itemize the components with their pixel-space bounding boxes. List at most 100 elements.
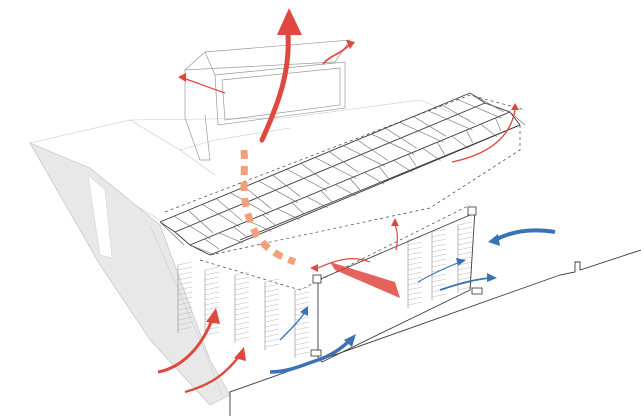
column-slat — [265, 319, 279, 322]
column-slat — [432, 264, 446, 267]
truss-web-member — [343, 146, 385, 167]
column-slat — [205, 302, 219, 305]
column-slat — [458, 267, 472, 270]
truss-web-member — [287, 169, 327, 190]
roof-truss — [160, 93, 525, 290]
column-slat — [432, 254, 446, 257]
column-slat — [265, 324, 279, 327]
truss-web-member — [216, 199, 242, 221]
column-slat — [205, 277, 219, 280]
truss-web-member — [408, 154, 416, 166]
column-slat — [408, 257, 422, 260]
column-slat — [265, 289, 279, 292]
column-slat — [235, 277, 249, 280]
truss-web-member — [277, 209, 299, 220]
column-slat — [458, 272, 472, 275]
column-slat — [432, 274, 446, 277]
truss-web-member — [188, 210, 213, 233]
column-slat — [265, 284, 279, 287]
column-slat — [432, 239, 446, 242]
column-slat — [432, 294, 446, 297]
column-slat — [178, 272, 192, 275]
column-slat — [408, 242, 422, 245]
column-slat — [235, 337, 249, 340]
column-slat — [295, 347, 309, 350]
column-slat — [178, 262, 192, 265]
truss-web-member — [423, 148, 441, 160]
column-slat — [265, 344, 279, 347]
column-slat — [235, 332, 249, 335]
truss-web-member — [357, 140, 387, 160]
truss-web-member — [466, 130, 472, 143]
truss-web-member — [321, 191, 332, 202]
column-slat — [408, 272, 422, 275]
column-slat — [295, 342, 309, 345]
column-slat — [205, 292, 219, 295]
column-slat — [432, 284, 446, 287]
truss-web-member — [301, 163, 330, 184]
column-slat — [408, 292, 422, 295]
column-slat — [432, 244, 446, 247]
truss-web-member — [385, 128, 416, 148]
column-slat — [432, 234, 446, 237]
truss-web-member — [365, 172, 385, 184]
truss-web-member — [394, 160, 413, 172]
truss-web-member — [306, 197, 327, 208]
truss-web-member — [329, 152, 358, 173]
column-slat — [458, 242, 472, 245]
truss-web-member — [230, 193, 268, 215]
column-slat — [408, 267, 422, 270]
column-slat — [408, 302, 422, 305]
column-slat — [235, 292, 249, 295]
truss-web-member — [234, 227, 248, 237]
truss-web-member — [414, 116, 446, 136]
truss-web-member — [452, 136, 469, 148]
column-slat — [235, 287, 249, 290]
truss-web-member — [428, 111, 473, 131]
column-slat — [295, 297, 309, 300]
truss-web-member — [205, 239, 220, 249]
column-slat — [458, 237, 472, 240]
column-slat — [295, 327, 309, 330]
column-slat — [205, 272, 219, 275]
column-slat — [205, 287, 219, 290]
column-slat — [265, 314, 279, 317]
column-slat — [235, 317, 249, 320]
truss-web-member — [470, 93, 504, 112]
truss-web-member — [315, 158, 356, 179]
column-slat — [408, 287, 422, 290]
column-slat — [265, 304, 279, 307]
column-slat — [458, 277, 472, 280]
column-slat — [205, 297, 219, 300]
rooflight-monitor — [185, 40, 350, 160]
truss-web-member — [190, 245, 215, 255]
truss-web-member — [437, 142, 444, 154]
column-slat — [235, 307, 249, 310]
truss-web-member — [442, 105, 475, 124]
column-slat — [295, 337, 309, 340]
column-slat — [265, 334, 279, 337]
column-slat — [205, 282, 219, 285]
truss-web-member — [495, 118, 500, 131]
side-wall — [30, 143, 230, 405]
column-slat — [265, 329, 279, 332]
column-slat — [235, 327, 249, 330]
column-slat — [458, 222, 472, 225]
column-slat — [408, 282, 422, 285]
column-slat — [265, 339, 279, 342]
column-slat — [458, 247, 472, 250]
truss-web-member — [350, 179, 360, 191]
column-slat — [295, 292, 309, 295]
column-slat — [235, 312, 249, 315]
column-bays — [178, 222, 472, 358]
column-slat — [458, 232, 472, 235]
column-slat — [432, 249, 446, 252]
column-slat — [178, 267, 192, 270]
column-slat — [265, 309, 279, 312]
column-slat — [432, 279, 446, 282]
column-slat — [408, 277, 422, 280]
truss-web-member — [481, 124, 497, 137]
truss-web-member — [335, 185, 355, 196]
